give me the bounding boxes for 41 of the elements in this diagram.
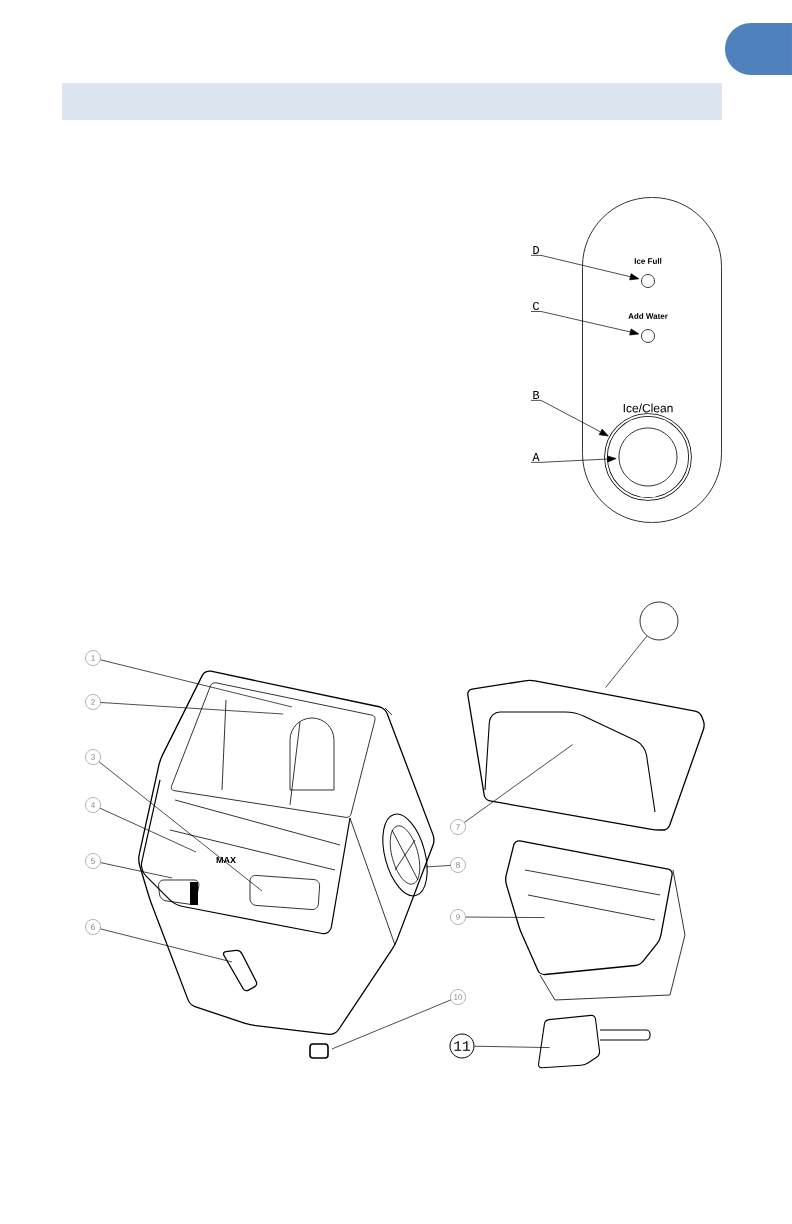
callout-letter: B xyxy=(533,391,540,399)
leader-line xyxy=(99,807,197,853)
leader-line xyxy=(463,744,573,823)
panel-label: Ice/Clean xyxy=(623,403,673,413)
basket-drawing xyxy=(505,840,686,1001)
leader-line xyxy=(530,455,617,463)
leader-line xyxy=(100,928,233,963)
leader-line xyxy=(474,1045,550,1048)
leader-line xyxy=(424,865,451,868)
callout-number: 1 xyxy=(85,650,101,666)
callout-circle xyxy=(639,601,679,641)
callout-number: 10 xyxy=(450,989,466,1005)
leader-line xyxy=(100,659,293,708)
callout-number: 8 xyxy=(450,857,466,873)
leader-line xyxy=(530,255,640,281)
leader-line xyxy=(331,999,452,1050)
panel-label: Add Water xyxy=(628,313,668,319)
callout-number: 3 xyxy=(85,749,101,765)
callout-number: 5 xyxy=(85,853,101,869)
callout-number: 9 xyxy=(450,909,466,925)
leader-line xyxy=(100,862,173,879)
callout-number: 2 xyxy=(85,694,101,710)
leader-line xyxy=(530,311,640,336)
leader-line xyxy=(465,916,545,918)
panel-label: Ice Full xyxy=(634,258,662,264)
button xyxy=(618,427,678,487)
leader-line xyxy=(100,702,284,715)
scoop-drawing xyxy=(538,1014,651,1069)
leader-line xyxy=(605,635,648,688)
control-panel xyxy=(582,197,722,523)
callout-number: 7 xyxy=(450,819,466,835)
callout-letter: D xyxy=(533,246,539,254)
callout-letter: C xyxy=(533,301,540,311)
embossed-text: MAX xyxy=(216,856,236,864)
callout-number: 11 xyxy=(449,1033,475,1059)
leader-line xyxy=(530,400,609,437)
leader-line xyxy=(98,761,263,892)
callout-letter: A xyxy=(532,453,540,461)
callout-number: 6 xyxy=(85,919,101,935)
lid-drawing xyxy=(467,679,705,831)
callout-number: 4 xyxy=(85,797,101,813)
